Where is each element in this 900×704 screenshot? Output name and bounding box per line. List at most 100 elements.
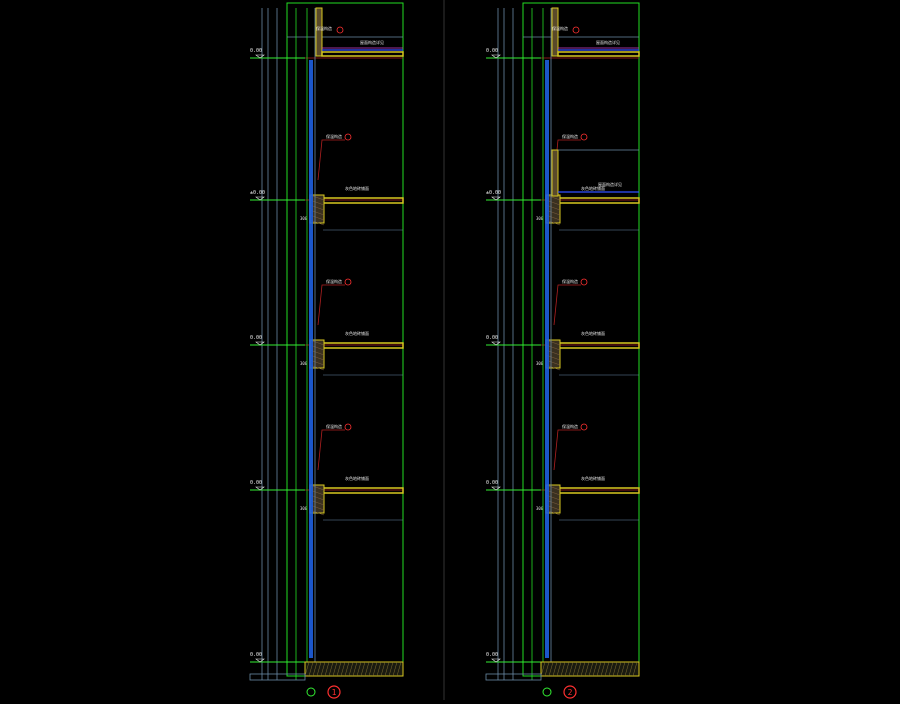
ground-hatch bbox=[568, 661, 574, 677]
ground-hatch bbox=[332, 661, 338, 677]
ground-slab bbox=[304, 661, 404, 677]
section-tag-circle bbox=[327, 685, 341, 699]
note-tag bbox=[344, 423, 352, 431]
level-symbol bbox=[491, 658, 501, 663]
ground-hatch bbox=[588, 661, 594, 677]
level-symbol bbox=[255, 658, 265, 663]
dim-label: 300 bbox=[536, 361, 544, 366]
ground-hatch bbox=[328, 661, 334, 677]
ground-hatch bbox=[552, 661, 558, 677]
roof-note: 屋面构造详见 bbox=[360, 39, 384, 45]
level-mark-label: 0.00 bbox=[486, 480, 498, 486]
ground-hatch bbox=[324, 661, 330, 677]
right-wall-section: 0.00±0.00灰色地砖铺面保温构造3000.00灰色地砖铺面保温构造3000… bbox=[485, 2, 640, 699]
ground-hatch bbox=[576, 661, 582, 677]
building-outline bbox=[522, 2, 640, 677]
floor-slab bbox=[322, 197, 404, 204]
dim-label: 300 bbox=[536, 216, 544, 221]
dim-label: 300 bbox=[300, 361, 308, 366]
roof-note: 屋面构造详见 bbox=[596, 39, 620, 45]
dim-label: 300 bbox=[536, 506, 544, 511]
ground-hatch bbox=[572, 661, 578, 677]
note-tag bbox=[580, 133, 588, 141]
ground-hatch bbox=[304, 661, 310, 677]
note-tag bbox=[580, 278, 588, 286]
ground-hatch bbox=[604, 661, 610, 677]
leader-line bbox=[317, 429, 345, 471]
floor-note: 灰色地砖铺面 bbox=[581, 330, 605, 336]
level-mark-label: ±0.00 bbox=[250, 190, 265, 196]
ground-hatch bbox=[356, 661, 362, 677]
ground-slab bbox=[540, 661, 640, 677]
ground-hatch bbox=[548, 661, 554, 677]
ground-hatch bbox=[580, 661, 586, 677]
roof-slab bbox=[321, 51, 404, 57]
level-symbol bbox=[255, 341, 265, 346]
level-mark-label: 0.00 bbox=[250, 48, 262, 54]
ground-hatch bbox=[380, 661, 386, 677]
wall-note: 保温构造 bbox=[326, 423, 342, 429]
ground-hatch bbox=[628, 661, 634, 677]
ground-hatch bbox=[596, 661, 602, 677]
level-symbol bbox=[491, 54, 501, 59]
ground-hatch bbox=[600, 661, 606, 677]
level-mark-label: 0.00 bbox=[250, 335, 262, 341]
section-tag-circle bbox=[563, 685, 577, 699]
floor-note: 灰色地砖铺面 bbox=[581, 185, 605, 191]
left-wall-section: 0.00±0.00灰色地砖铺面保温构造3000.00灰色地砖铺面保温构造3000… bbox=[249, 2, 404, 699]
footing-line bbox=[485, 673, 542, 681]
ground-hatch bbox=[620, 661, 626, 677]
floor-slab bbox=[558, 197, 640, 204]
ground-hatch bbox=[584, 661, 590, 677]
dim-label: 300 bbox=[300, 506, 308, 511]
level-symbol bbox=[491, 341, 501, 346]
dim-label: 300 bbox=[300, 216, 308, 221]
ground-hatch bbox=[592, 661, 598, 677]
footing-line bbox=[249, 673, 306, 681]
ground-hatch bbox=[344, 661, 350, 677]
ground-hatch bbox=[612, 661, 618, 677]
ground-hatch bbox=[316, 661, 322, 677]
section-tag-number: 2 bbox=[568, 688, 573, 697]
note-tag bbox=[344, 133, 352, 141]
leader-line bbox=[317, 139, 345, 181]
ground-hatch bbox=[368, 661, 374, 677]
floor-slab bbox=[322, 342, 404, 349]
floor-note: 灰色地砖铺面 bbox=[345, 185, 369, 191]
leader-line bbox=[317, 284, 345, 326]
ground-hatch bbox=[392, 661, 398, 677]
level-symbol bbox=[255, 196, 265, 201]
ground-hatch bbox=[376, 661, 382, 677]
ground-hatch bbox=[312, 661, 318, 677]
leader-line bbox=[553, 429, 581, 471]
curtain-wall-glass bbox=[309, 60, 313, 658]
floor-slab bbox=[558, 487, 640, 494]
ground-hatch bbox=[556, 661, 562, 677]
ground-hatch bbox=[348, 661, 354, 677]
wall-note: 保温构造 bbox=[326, 133, 342, 139]
note-tag bbox=[580, 423, 588, 431]
axis-bubble bbox=[542, 687, 552, 697]
leader-line bbox=[553, 284, 581, 326]
level-mark-label: 0.00 bbox=[486, 652, 498, 658]
level-symbol bbox=[255, 54, 265, 59]
axis-bubble bbox=[306, 687, 316, 697]
ground-hatch bbox=[364, 661, 370, 677]
note-tag bbox=[572, 26, 580, 34]
wall-note: 保温构造 bbox=[326, 278, 342, 284]
floor-note: 灰色地砖铺面 bbox=[345, 475, 369, 481]
wall-note: 保温构造 bbox=[562, 133, 578, 139]
ground-hatch bbox=[540, 661, 546, 677]
ground-hatch bbox=[320, 661, 326, 677]
ground-hatch bbox=[336, 661, 342, 677]
level-symbol bbox=[491, 486, 501, 491]
level-mark-label: 0.00 bbox=[250, 652, 262, 658]
building-outline bbox=[286, 2, 404, 677]
note-tag bbox=[344, 278, 352, 286]
ground-hatch bbox=[372, 661, 378, 677]
parapet-wall bbox=[315, 7, 323, 57]
level-mark-label: 0.00 bbox=[486, 335, 498, 341]
wall-note: 保温构造 bbox=[562, 423, 578, 429]
